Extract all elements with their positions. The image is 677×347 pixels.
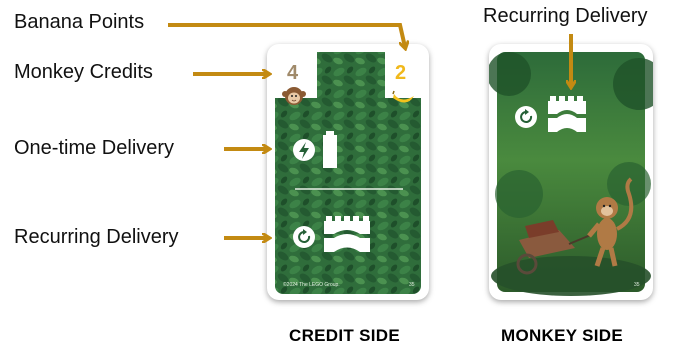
recurring-delivery-label-left: Recurring Delivery bbox=[14, 226, 179, 248]
lightning-icon bbox=[293, 139, 315, 161]
monkey-side-caption: MONKEY SIDE bbox=[501, 326, 624, 345]
monkey-card-art bbox=[489, 52, 653, 296]
monkey-face-icon bbox=[282, 87, 306, 105]
bridge-icon bbox=[548, 96, 586, 132]
credit-side-card: 4 2 ©2024 The LEGO Group. 35 bbox=[267, 44, 429, 300]
refresh-icon bbox=[515, 106, 537, 128]
monkey-illustration bbox=[587, 177, 634, 267]
banana-icon bbox=[392, 90, 414, 103]
banana-points-arrow bbox=[168, 23, 405, 47]
refresh-icon bbox=[293, 226, 315, 248]
banana-points-value: 2 bbox=[395, 62, 407, 84]
monkey-credits-value: 4 bbox=[287, 62, 299, 84]
credit-card-art bbox=[275, 52, 421, 294]
banana-points-label: Banana Points bbox=[14, 11, 145, 33]
copyright-text: ©2024 The LEGO Group. bbox=[283, 282, 340, 288]
card-number: 35 bbox=[409, 282, 415, 288]
recurring-delivery-label-top: Recurring Delivery bbox=[483, 5, 648, 27]
card-number: 35 bbox=[634, 282, 640, 288]
bridge-icon bbox=[324, 216, 370, 252]
brick-pillar-icon bbox=[323, 131, 337, 168]
credit-side-caption: CREDIT SIDE bbox=[289, 326, 400, 345]
monkey-credits-label: Monkey Credits bbox=[14, 61, 153, 83]
wheelbarrow-illustration bbox=[516, 220, 594, 275]
one-time-delivery-label: One-time Delivery bbox=[14, 137, 175, 159]
